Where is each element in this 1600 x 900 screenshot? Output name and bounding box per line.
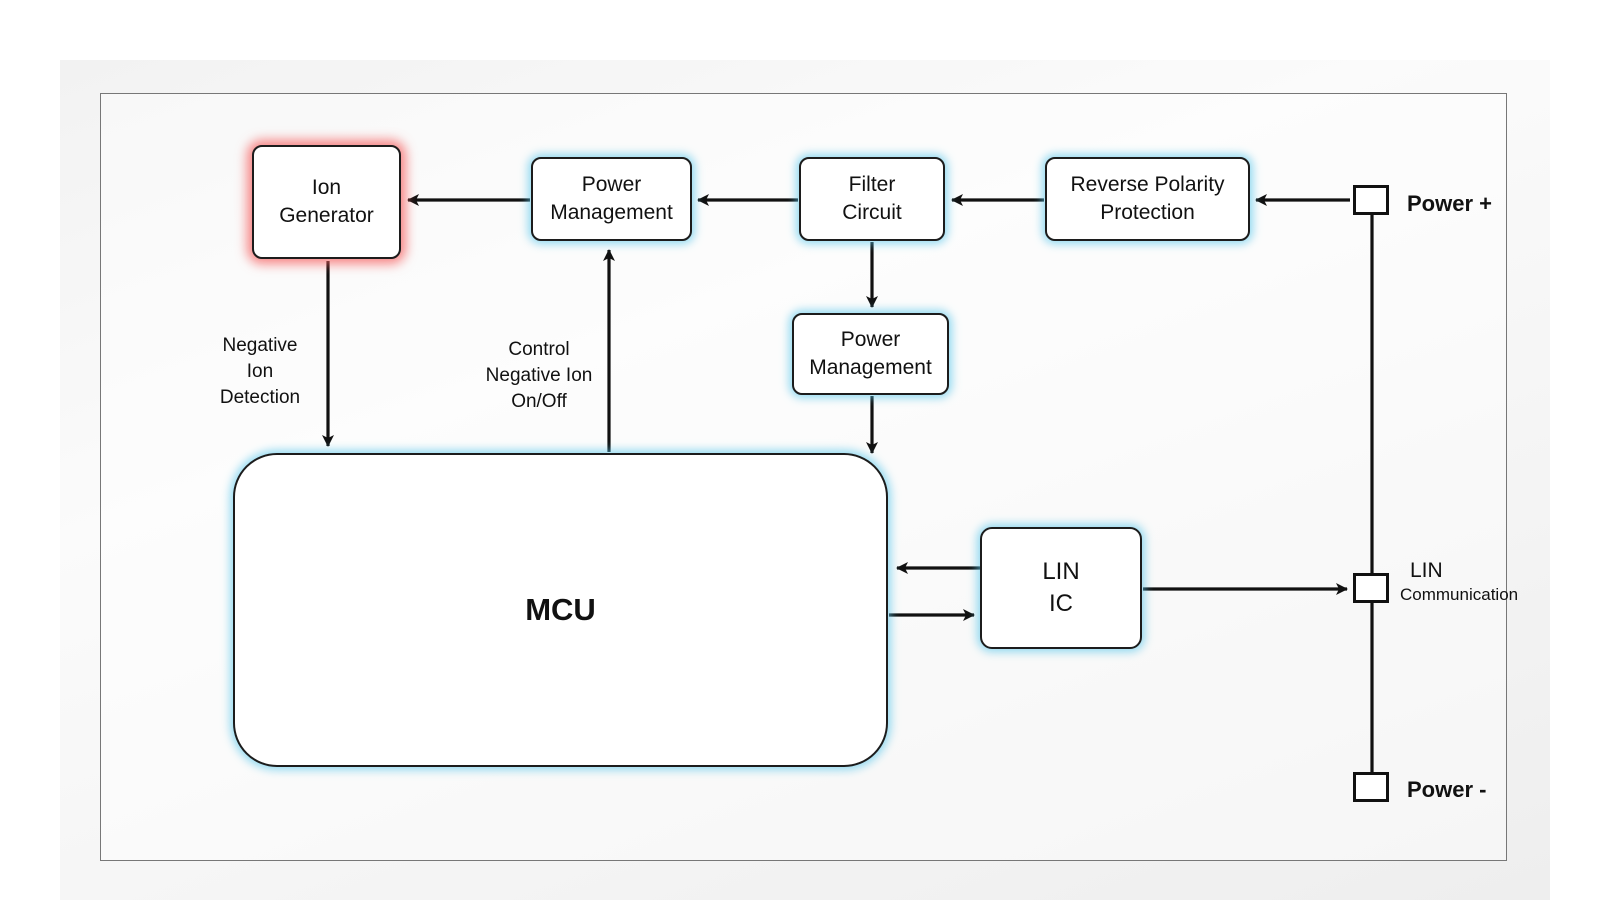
- mcu-block[interactable]: MCU: [233, 453, 888, 767]
- lin-ic-block[interactable]: LIN IC: [980, 527, 1142, 649]
- reverse-polarity-block[interactable]: Reverse Polarity Protection: [1045, 157, 1250, 241]
- lin-terminal[interactable]: [1353, 573, 1389, 603]
- power-minus-terminal[interactable]: [1353, 772, 1389, 802]
- power-plus-terminal[interactable]: [1353, 185, 1389, 215]
- filter-circuit-block[interactable]: Filter Circuit: [799, 157, 945, 241]
- lin-label-line2: Communication: [1400, 585, 1519, 604]
- power-management-top-block[interactable]: Power Management: [531, 157, 692, 241]
- ion-generator-block[interactable]: Ion Generator: [252, 145, 401, 259]
- power-management-mid-block[interactable]: Power Management: [792, 313, 949, 395]
- power-minus-label: Power -: [1407, 777, 1487, 802]
- negative-ion-detection-label: Negative Ion Detection: [219, 335, 301, 408]
- lin-label-line1: LIN: [1410, 559, 1443, 582]
- lin-communication-label: LIN Communication: [1400, 558, 1518, 606]
- control-negative-ion-label: Control Negative Ion On/Off: [485, 339, 593, 412]
- power-plus-label: Power +: [1407, 191, 1492, 216]
